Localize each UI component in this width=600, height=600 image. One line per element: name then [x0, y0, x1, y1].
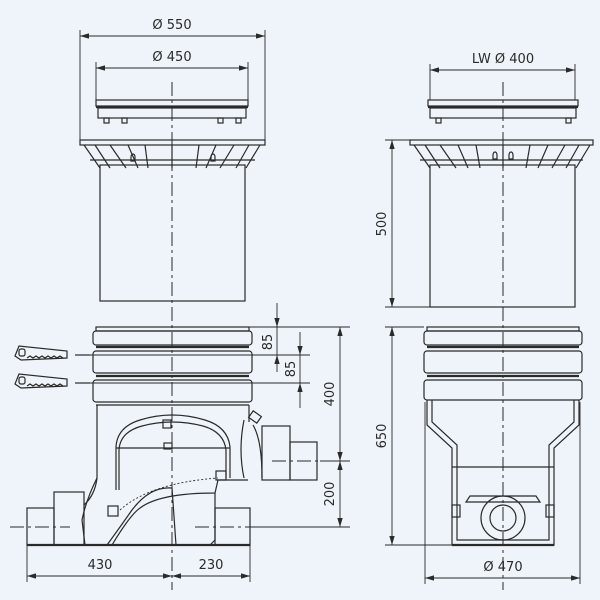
saw-icon — [14, 373, 90, 389]
outlet-pipes — [10, 477, 251, 546]
dim-right-length: 230 — [199, 558, 224, 573]
left-view: Ø 550 Ø 450 85 85 400 200 430 230 — [10, 18, 350, 590]
riser-tube — [429, 164, 576, 308]
dim-outlet-height: 200 — [323, 482, 338, 507]
dim-bottom-diameter: Ø 470 — [483, 560, 522, 575]
flange — [79, 139, 266, 169]
flange — [409, 139, 594, 169]
dim-ring-1: 85 — [261, 334, 276, 351]
saw-icon — [14, 345, 90, 361]
riser-tube — [99, 164, 246, 302]
cover — [95, 99, 249, 124]
dim-body-height: 650 — [375, 424, 390, 449]
dim-inner-diameter: Ø 450 — [152, 50, 191, 65]
cover — [427, 99, 579, 124]
outlet-pipe — [480, 495, 526, 541]
corrugated-rings — [423, 326, 583, 401]
trap-body — [426, 400, 580, 547]
corrugated-rings — [92, 326, 253, 406]
dim-upper-height: 400 — [323, 382, 338, 407]
dim-clear-width: LW Ø 400 — [472, 52, 534, 67]
right-view: LW Ø 400 500 650 Ø 470 — [375, 52, 594, 590]
dimensions-left: Ø 550 Ø 450 85 85 400 200 430 230 — [26, 18, 350, 582]
trap-body — [27, 405, 250, 547]
dim-left-length: 430 — [88, 558, 113, 573]
dim-outer-diameter: Ø 550 — [152, 18, 191, 33]
inlet-pipe — [240, 410, 332, 481]
dim-riser-height: 500 — [375, 212, 390, 237]
dimensions-right: LW Ø 400 500 650 Ø 470 — [375, 52, 581, 584]
dim-ring-2: 85 — [284, 361, 299, 378]
